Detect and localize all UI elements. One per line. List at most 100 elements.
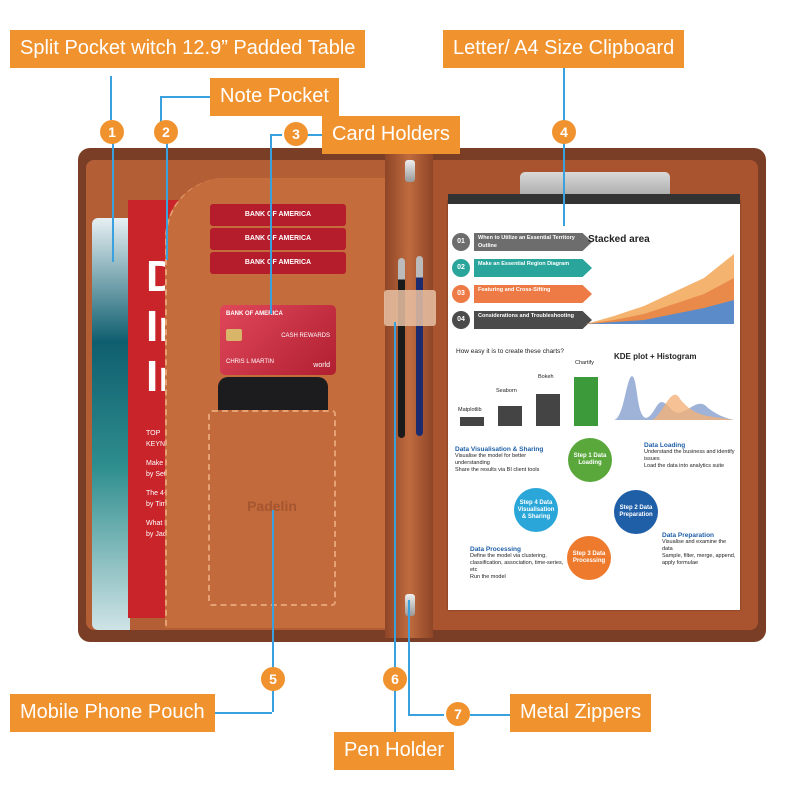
- block-item: Define the model via clustering, classif…: [470, 553, 564, 573]
- prep-block: Data Preparation Visualise and examine t…: [662, 532, 738, 567]
- stacked-area-chart: [586, 254, 734, 324]
- leader-line: [112, 132, 114, 262]
- block-item: Load the data into analytics suite: [644, 463, 725, 469]
- bar-question: How easy it is to create these charts?: [456, 348, 565, 355]
- bank-card: BANK OF AMERICA: [210, 204, 346, 226]
- bar-label: Matplotlib: [458, 407, 482, 413]
- step-number: 04: [452, 311, 470, 329]
- stacked-title: Stacked area: [588, 234, 650, 245]
- book-text: by Tim F: [146, 501, 173, 508]
- cycle-step: Step 1 Data Loading: [568, 438, 612, 482]
- label-pen-holder: Pen Holder: [334, 732, 455, 770]
- badge-1: 1: [100, 120, 124, 144]
- step-number: 02: [452, 259, 470, 277]
- credit-bank: BANK OF AMERICA: [226, 311, 283, 317]
- card-holder: CHRIS L MARTIN: [226, 359, 275, 365]
- kde-curve: [652, 394, 734, 420]
- block-item: Sample, filter, merge, append, apply for…: [662, 553, 736, 566]
- badge-3: 3: [284, 122, 308, 146]
- spine: [385, 152, 433, 638]
- area-layer: [586, 300, 734, 324]
- book-text: KEYNOTE: [146, 441, 180, 448]
- leader-line: [563, 142, 565, 226]
- step-number: 01: [452, 233, 470, 251]
- badge-2: 2: [154, 120, 178, 144]
- block-title: Data Processing: [470, 546, 521, 553]
- step-text: When to Utilize an Essential Territory O…: [474, 233, 592, 251]
- cycle-step: Step 4 Data Visualisation & Sharing: [514, 488, 558, 532]
- bar-chart: [458, 368, 608, 426]
- badge-5: 5: [261, 667, 285, 691]
- bar: [574, 376, 598, 426]
- block-item: Share the results via BI client tools: [455, 467, 540, 473]
- leader-line: [166, 142, 168, 260]
- cycle-step: Step 2 Data Preparation: [614, 490, 658, 534]
- block-item: Visualise and examine the data: [662, 539, 727, 552]
- bar: [460, 417, 484, 426]
- credit-label: CASH REWARDS: [281, 333, 330, 339]
- bar: [536, 394, 560, 426]
- step-text: Featuring and Cross-Sifting: [474, 285, 592, 303]
- bank-card: BANK OF AMERICA: [210, 252, 346, 274]
- load-block: Data Loading Understand the business and…: [644, 442, 738, 470]
- pouch-brand: Padelin: [247, 498, 297, 514]
- credit-card: BANK OF AMERICA CASH REWARDS CHRIS L MAR…: [220, 305, 336, 375]
- leader-line: [408, 600, 410, 714]
- leader-line: [272, 510, 274, 668]
- zipper-pull: [405, 594, 415, 616]
- kde-chart: [614, 376, 734, 420]
- badge-4: 4: [552, 120, 576, 144]
- book-text: What M: [146, 520, 171, 527]
- zipper-pull: [405, 160, 415, 182]
- bar-label: Seaborn: [496, 388, 517, 394]
- bar: [498, 405, 522, 426]
- leader-line: [212, 712, 272, 714]
- label-phone-pouch: Mobile Phone Pouch: [10, 694, 215, 732]
- bank-card: BANK OF AMERICA: [210, 228, 346, 250]
- proc-block: Data Processing Define the model via clu…: [470, 546, 564, 581]
- bar-label: Bokeh: [538, 374, 554, 380]
- badge-7: 7: [446, 702, 470, 726]
- leader-line: [270, 134, 282, 136]
- leader-line: [270, 134, 272, 314]
- bar-label: Chartify: [575, 360, 594, 366]
- leader-line: [304, 134, 322, 136]
- leader-line: [160, 96, 210, 98]
- leader-line: [394, 322, 396, 668]
- leader-line: [110, 76, 112, 120]
- book-text: by Seth G: [146, 471, 178, 478]
- label-clipboard: Letter/ A4 Size Clipboard: [443, 30, 685, 68]
- block-title: Data Visualisation & Sharing: [455, 446, 544, 453]
- step-text: Make an Essential Region Diagram: [474, 259, 592, 277]
- step-text: Considerations and Troubleshooting: [474, 311, 592, 329]
- step-number: 03: [452, 285, 470, 303]
- book-text: TOP: [146, 430, 161, 437]
- block-item: Visualise the model for better understan…: [455, 453, 527, 466]
- pen-loop: [384, 290, 436, 326]
- pen-blue: [416, 256, 423, 436]
- cycle-step: Step 3 Data Processing: [567, 536, 611, 580]
- kde-title: KDE plot + Histogram: [614, 352, 697, 361]
- book-text: The 4-H: [146, 490, 172, 497]
- block-title: Data Preparation: [662, 532, 715, 539]
- label-split-pocket: Split Pocket witch 12.9” Padded Table: [10, 30, 366, 68]
- label-metal-zippers: Metal Zippers: [510, 694, 652, 732]
- leader-line: [470, 714, 510, 716]
- leader-line: [408, 714, 444, 716]
- block-title: Data Loading: [644, 442, 686, 449]
- book-text: Make So: [146, 460, 174, 467]
- book-text: by Jack: [146, 531, 170, 538]
- leader-line: [394, 690, 396, 734]
- leader-line: [563, 68, 565, 122]
- kde-curve: [614, 376, 734, 420]
- leader-line: [160, 96, 162, 124]
- card-network: world: [313, 362, 330, 369]
- pen-black: [398, 258, 405, 438]
- label-note-pocket: Note Pocket: [210, 78, 339, 116]
- block-item: Understand the business and identify iss…: [644, 449, 735, 462]
- card-chip: [226, 329, 242, 341]
- vis-block: Data Visualisation & Sharing Visualise t…: [455, 446, 561, 474]
- tablet: [92, 218, 130, 630]
- label-card-holders: Card Holders: [322, 116, 460, 154]
- sheet-top-bar: [448, 194, 740, 204]
